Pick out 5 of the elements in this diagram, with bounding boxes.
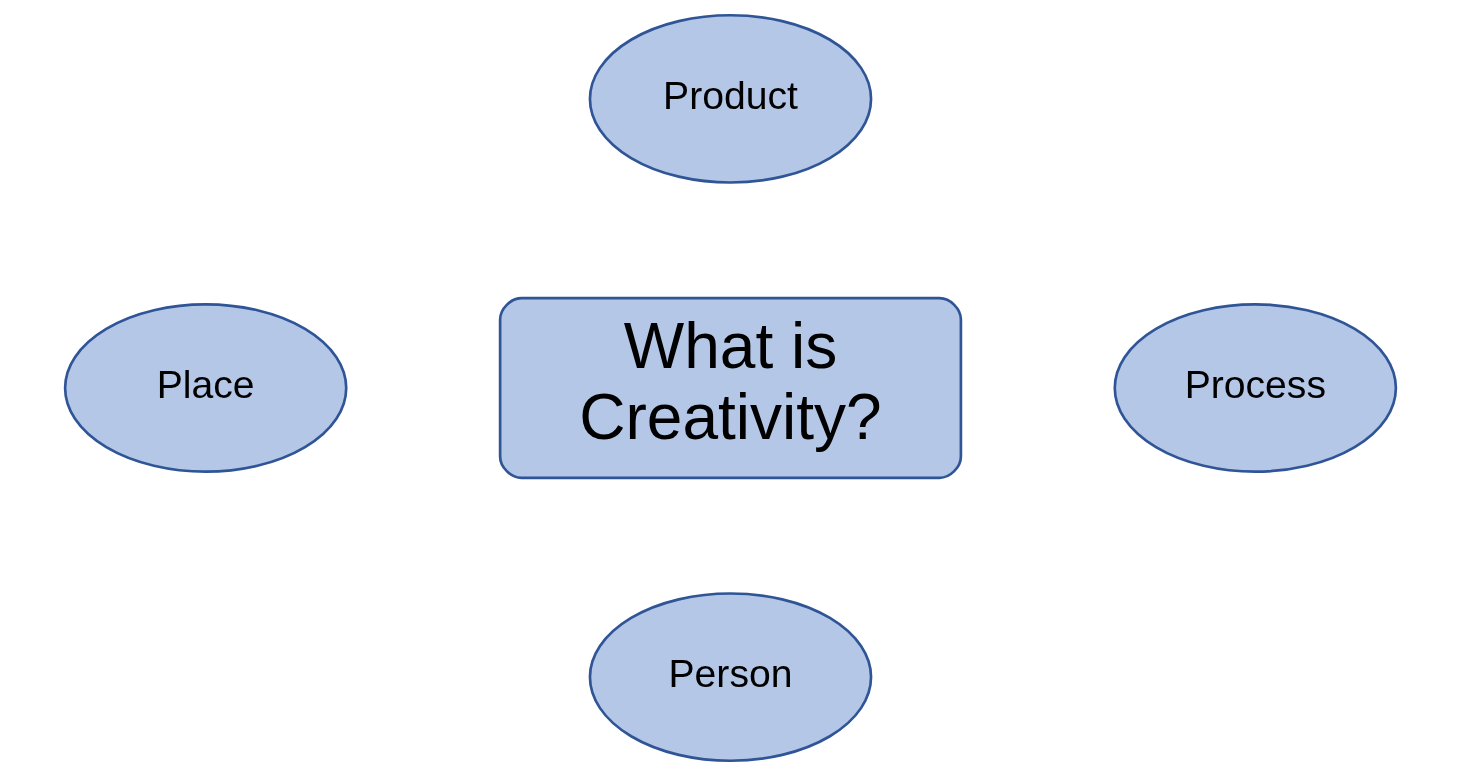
node-ellipse: Product xyxy=(588,13,872,184)
node-ellipse: Process xyxy=(1112,303,1397,473)
node-ellipse: Person xyxy=(588,592,872,763)
node-box: What is Creativity? xyxy=(498,296,962,480)
node-ellipse: Place xyxy=(63,303,348,473)
